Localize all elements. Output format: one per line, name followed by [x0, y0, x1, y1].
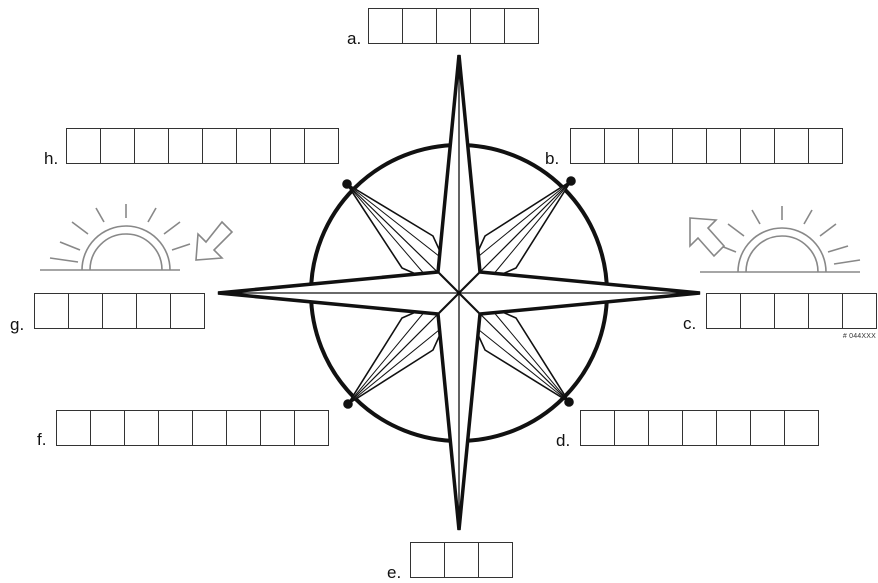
- letter-cell[interactable]: [479, 542, 513, 578]
- letter-cell[interactable]: [91, 410, 125, 446]
- letter-cell[interactable]: [809, 293, 843, 329]
- label-c: c.: [683, 315, 696, 332]
- letter-cell[interactable]: [135, 128, 169, 164]
- letter-cell[interactable]: [809, 128, 843, 164]
- letter-cell[interactable]: [673, 128, 707, 164]
- letter-cell[interactable]: [411, 542, 445, 578]
- letter-cell[interactable]: [707, 128, 741, 164]
- letter-cell[interactable]: [137, 293, 171, 329]
- letter-cell[interactable]: [581, 410, 615, 446]
- down-arrow-icon: [196, 222, 232, 260]
- letter-cell[interactable]: [171, 293, 205, 329]
- answer-box-c[interactable]: [706, 293, 877, 329]
- letter-cell[interactable]: [369, 8, 403, 44]
- label-e: e.: [387, 564, 401, 581]
- answer-box-d[interactable]: [580, 410, 819, 446]
- letter-cell[interactable]: [261, 410, 295, 446]
- rising-sun-icon: [700, 206, 860, 272]
- letter-cell[interactable]: [785, 410, 819, 446]
- letter-cell[interactable]: [101, 128, 135, 164]
- answer-box-g[interactable]: [34, 293, 205, 329]
- letter-cell[interactable]: [203, 128, 237, 164]
- letter-cell[interactable]: [775, 293, 809, 329]
- letter-cell[interactable]: [67, 128, 101, 164]
- letter-cell[interactable]: [35, 293, 69, 329]
- letter-cell[interactable]: [615, 410, 649, 446]
- answer-box-e[interactable]: [410, 542, 513, 578]
- letter-cell[interactable]: [649, 410, 683, 446]
- letter-cell[interactable]: [403, 8, 437, 44]
- letter-cell[interactable]: [125, 410, 159, 446]
- letter-cell[interactable]: [717, 410, 751, 446]
- letter-cell[interactable]: [471, 8, 505, 44]
- label-b: b.: [545, 150, 559, 167]
- label-d: d.: [556, 432, 570, 449]
- letter-cell[interactable]: [843, 293, 877, 329]
- label-f: f.: [37, 431, 46, 448]
- letter-cell[interactable]: [227, 410, 261, 446]
- letter-cell[interactable]: [305, 128, 339, 164]
- letter-cell[interactable]: [751, 410, 785, 446]
- setting-sun-icon: [40, 204, 190, 270]
- letter-cell[interactable]: [571, 128, 605, 164]
- up-arrow-icon: [690, 218, 724, 256]
- letter-cell[interactable]: [193, 410, 227, 446]
- label-a: a.: [347, 30, 361, 47]
- letter-cell[interactable]: [683, 410, 717, 446]
- letter-cell[interactable]: [271, 128, 305, 164]
- letter-cell[interactable]: [505, 8, 539, 44]
- watermark: # 044XXX: [843, 333, 876, 340]
- label-h: h.: [44, 150, 58, 167]
- answer-box-b[interactable]: [570, 128, 843, 164]
- letter-cell[interactable]: [775, 128, 809, 164]
- letter-cell[interactable]: [437, 8, 471, 44]
- letter-cell[interactable]: [605, 128, 639, 164]
- letter-cell[interactable]: [741, 293, 775, 329]
- answer-box-f[interactable]: [56, 410, 329, 446]
- cardinal-star: [218, 55, 700, 530]
- letter-cell[interactable]: [103, 293, 137, 329]
- letter-cell[interactable]: [159, 410, 193, 446]
- letter-cell[interactable]: [295, 410, 329, 446]
- letter-cell[interactable]: [707, 293, 741, 329]
- answer-box-h[interactable]: [66, 128, 339, 164]
- letter-cell[interactable]: [57, 410, 91, 446]
- letter-cell[interactable]: [169, 128, 203, 164]
- label-g: g.: [10, 316, 24, 333]
- letter-cell[interactable]: [639, 128, 673, 164]
- letter-cell[interactable]: [445, 542, 479, 578]
- letter-cell[interactable]: [69, 293, 103, 329]
- answer-box-a[interactable]: [368, 8, 539, 44]
- letter-cell[interactable]: [237, 128, 271, 164]
- letter-cell[interactable]: [741, 128, 775, 164]
